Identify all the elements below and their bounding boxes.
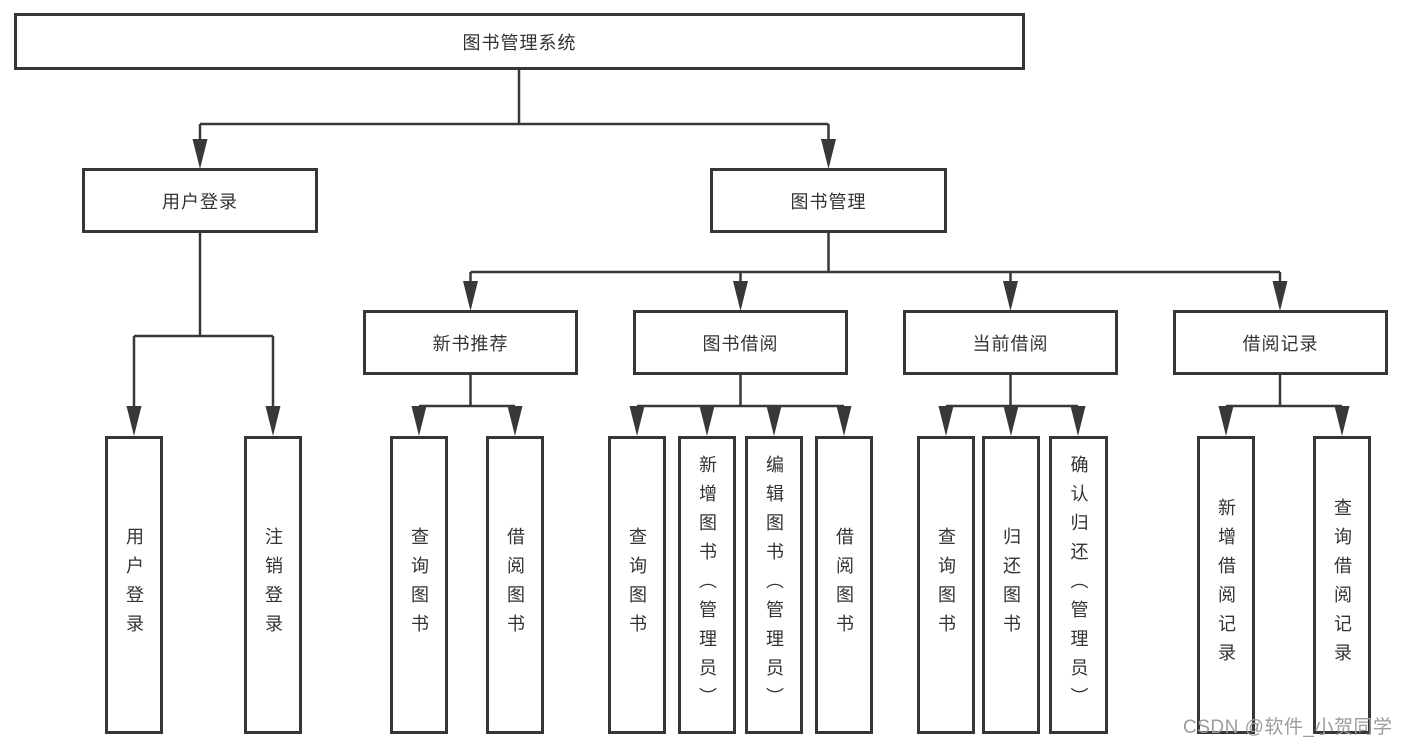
leaf-user-login: 用户登录: [105, 436, 163, 734]
leaf-confirm-return-admin: 确认归还（管理员）: [1049, 436, 1108, 734]
node-new-book-recommend: 新书推荐: [363, 310, 578, 375]
leaf-add-borrow-record: 新增借阅记录: [1197, 436, 1255, 734]
node-book-borrow: 图书借阅: [633, 310, 848, 375]
node-book-management: 图书管理: [710, 168, 947, 233]
leaf-logout: 注销登录: [244, 436, 302, 734]
watermark: CSDN @软件_小贺同学: [1183, 717, 1393, 738]
node-current-borrow: 当前借阅: [903, 310, 1118, 375]
leaf-query-borrow-record: 查询借阅记录: [1313, 436, 1371, 734]
node-user-login: 用户登录: [82, 168, 318, 233]
leaf-query-books-recommend: 查询图书: [390, 436, 448, 734]
leaf-edit-book-admin: 编辑图书（管理员）: [745, 436, 803, 734]
leaf-borrow-books-recommend: 借阅图书: [486, 436, 544, 734]
leaf-borrow-books: 借阅图书: [815, 436, 873, 734]
leaf-return-books: 归还图书: [982, 436, 1040, 734]
leaf-add-book-admin: 新增图书（管理员）: [678, 436, 736, 734]
node-borrow-records: 借阅记录: [1173, 310, 1388, 375]
leaf-query-books-current: 查询图书: [917, 436, 975, 734]
leaf-query-books-borrow: 查询图书: [608, 436, 666, 734]
node-root: 图书管理系统: [14, 13, 1025, 70]
